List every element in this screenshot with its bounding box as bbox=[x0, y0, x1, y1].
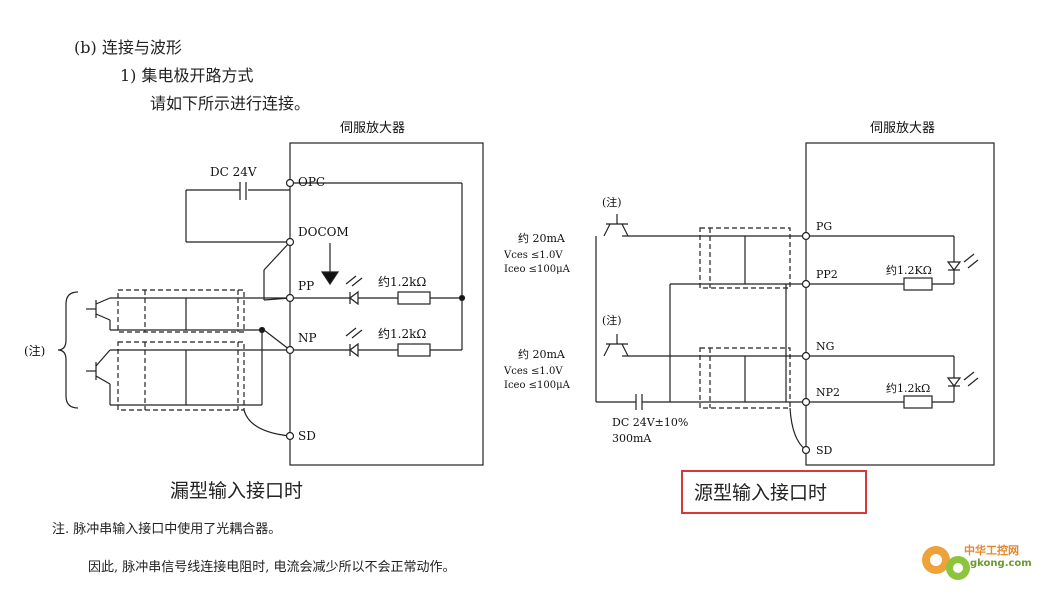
left-supply-label: DC 24V bbox=[210, 165, 257, 179]
right-resistor-label-2: 约1.2kΩ bbox=[886, 382, 930, 395]
spec-top-iceo: Iceo ≤100μA bbox=[504, 264, 571, 275]
section-heading: (b) 连接与波形 bbox=[74, 38, 182, 57]
terminal-pp: PP bbox=[298, 279, 314, 293]
terminal-sd-right: SD bbox=[816, 444, 833, 457]
instruction-text: 请如下所示进行连接。 bbox=[150, 94, 311, 113]
right-note-label-1: (注) bbox=[602, 195, 622, 209]
terminal-pg: PG bbox=[816, 220, 832, 233]
terminal-sd-left: SD bbox=[298, 429, 316, 443]
highlight-box bbox=[681, 470, 867, 514]
terminal-ng: NG bbox=[816, 340, 834, 353]
spec-top-vces: Vces ≤1.0V bbox=[503, 250, 563, 261]
left-resistor-label-1: 约1.2kΩ bbox=[378, 274, 426, 289]
spec-bottom-vces: Vces ≤1.0V bbox=[503, 366, 563, 377]
left-amp-label: 伺服放大器 bbox=[340, 121, 405, 136]
watermark-domain: gkong.com bbox=[970, 558, 1032, 569]
footnote-line-2: 因此, 脉冲串信号线连接电阻时, 电流会减少所以不会正常动作。 bbox=[88, 560, 456, 575]
right-amp-box bbox=[805, 142, 995, 466]
terminal-np: NP bbox=[298, 331, 317, 345]
subsection-heading: 1) 集电极开路方式 bbox=[120, 66, 254, 85]
right-note-label-2: (注) bbox=[602, 313, 622, 327]
spec-bottom-iceo: Iceo ≤100μA bbox=[504, 380, 571, 391]
gear-logo-icon bbox=[922, 546, 970, 580]
watermark-brand: 中华工控网 bbox=[964, 544, 1019, 557]
right-supply-label: DC 24V±10% bbox=[612, 416, 688, 429]
terminal-pp2: PP2 bbox=[816, 268, 838, 281]
right-resistor-label-1: 约1.2KΩ bbox=[886, 264, 932, 277]
spec-bottom-current: 约 20mA bbox=[518, 348, 566, 361]
right-caption: 源型输入接口时 bbox=[694, 482, 828, 504]
left-caption: 漏型输入接口时 bbox=[170, 480, 304, 502]
right-supply-current: 300mA bbox=[612, 432, 652, 445]
terminal-opc: OPC bbox=[298, 175, 325, 189]
left-amp-box bbox=[289, 142, 484, 466]
gkong-watermark: 中华工控网 gkong.com bbox=[914, 536, 1044, 588]
footnote-line-1: 注. 脉冲串输入接口中使用了光耦合器。 bbox=[52, 522, 282, 537]
spec-top-current: 约 20mA bbox=[518, 232, 566, 245]
terminal-np2: NP2 bbox=[816, 386, 840, 399]
terminal-docom: DOCOM bbox=[298, 225, 349, 239]
right-amp-label: 伺服放大器 bbox=[870, 121, 935, 136]
left-note-label: (注) bbox=[24, 343, 45, 358]
left-resistor-label-2: 约1.2kΩ bbox=[378, 326, 426, 341]
